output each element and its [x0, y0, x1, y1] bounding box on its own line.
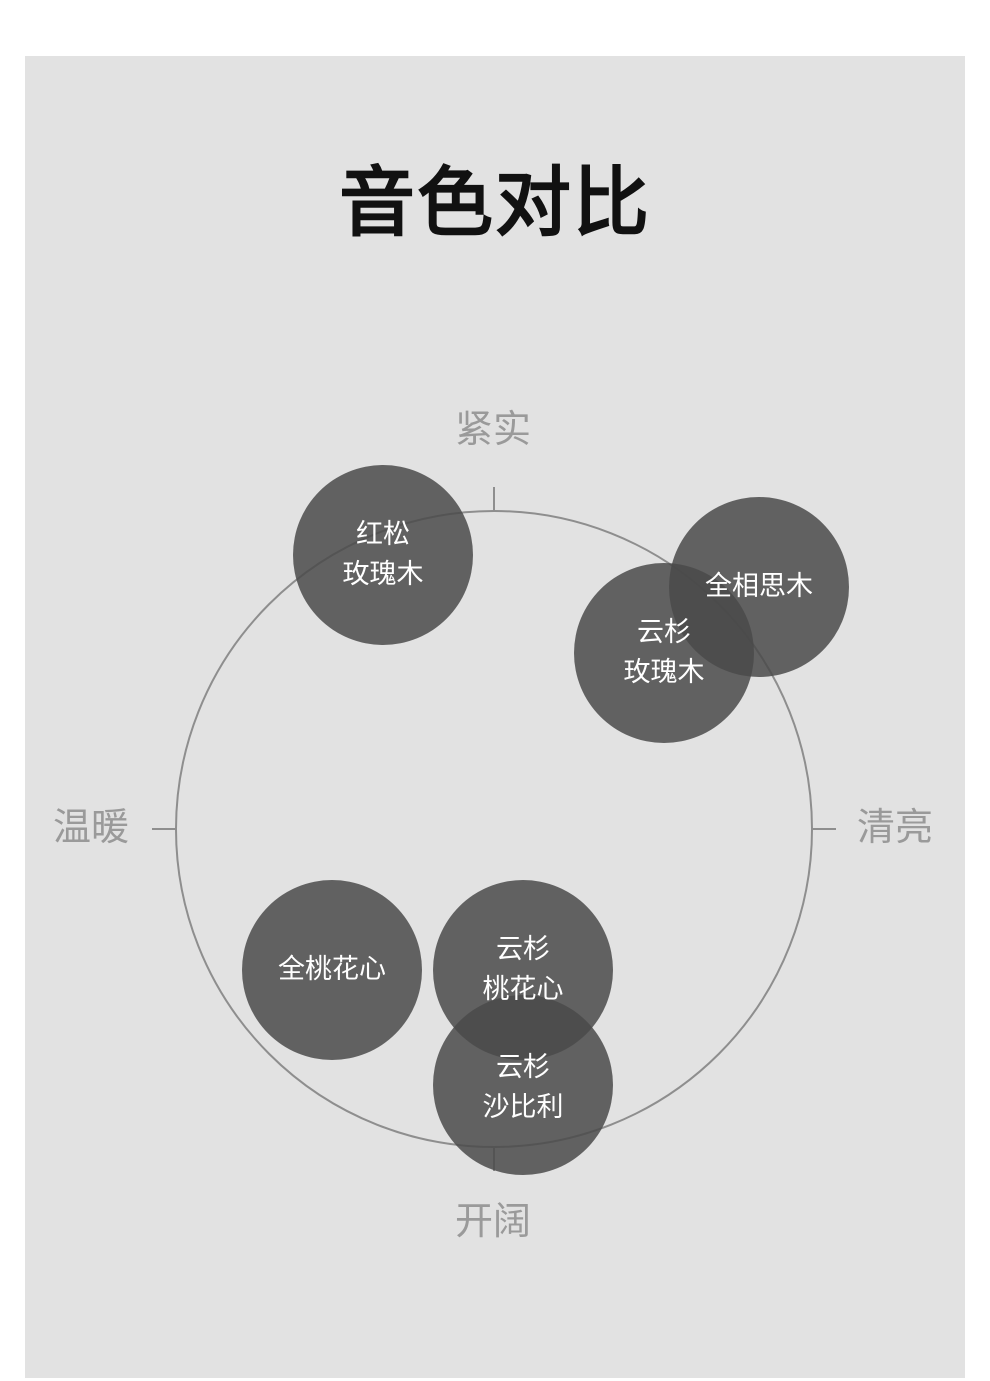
bubble-spruce-rosewood: [574, 563, 754, 743]
bubble-red-pine-rosewood: [293, 465, 473, 645]
bubble-solid-mahogany: [242, 880, 422, 1060]
axis-label-left: 温暖: [53, 805, 130, 849]
axis-label-right: 清亮: [857, 805, 934, 849]
axis-label-top: 紧实: [455, 407, 532, 451]
axis-label-bottom: 开阔: [455, 1199, 532, 1243]
page-title: 音色对比: [339, 158, 651, 247]
bubble-spruce-mahogany: [433, 880, 613, 1060]
